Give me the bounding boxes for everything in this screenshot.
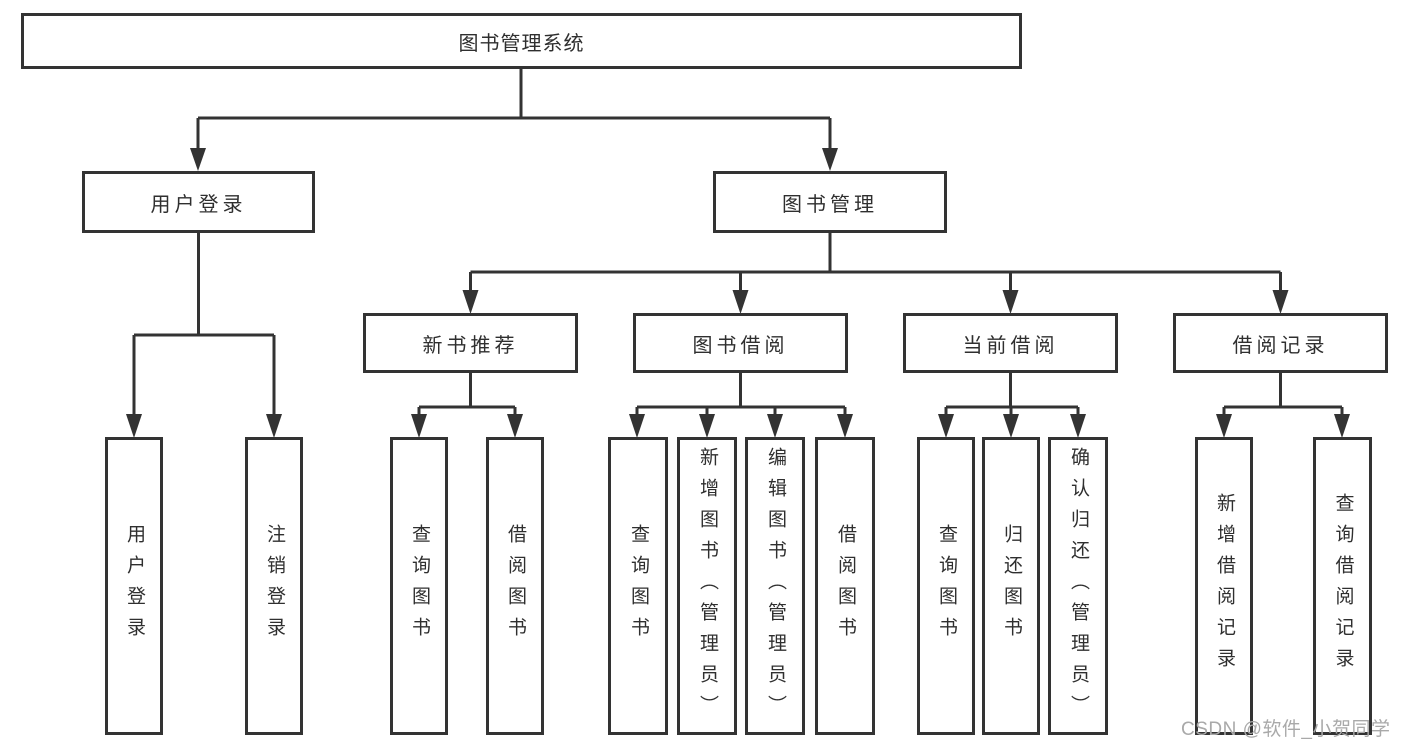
leaf-user-login: 用户登录 (105, 437, 163, 735)
connector-segments (132, 69, 1344, 414)
leaf-return-books-label: 归还图书 (1000, 524, 1022, 648)
leaf-query-borrow-record-label: 查询借阅记录 (1332, 493, 1354, 679)
node-library-system-label: 图书管理系统 (458, 32, 585, 55)
leaf-logout-label: 注销登录 (263, 524, 285, 648)
leaf-query-books-borrowing-label: 查询图书 (627, 524, 649, 648)
leaf-user-login-label: 用户登录 (123, 524, 145, 648)
node-book-management: 图书管理 (713, 171, 947, 233)
node-borrow-records-label: 借阅记录 (1232, 334, 1329, 357)
node-current-borrowing-label: 当前借阅 (962, 334, 1059, 357)
leaf-borrow-books-recommend-label: 借阅图书 (504, 524, 526, 648)
node-borrow-records: 借阅记录 (1173, 313, 1388, 373)
leaf-add-book-admin: 新增图书（管理员） (677, 437, 737, 735)
leaf-query-books-borrowing: 查询图书 (608, 437, 668, 735)
node-library-system: 图书管理系统 (21, 13, 1022, 69)
leaf-borrow-books-borrowing: 借阅图书 (815, 437, 875, 735)
leaf-add-borrow-record: 新增借阅记录 (1195, 437, 1253, 735)
node-new-book-recommend-label: 新书推荐 (422, 334, 519, 357)
leaf-query-borrow-record: 查询借阅记录 (1313, 437, 1372, 735)
arrowheads (126, 148, 1350, 438)
leaf-borrow-books-borrowing-label: 借阅图书 (834, 524, 856, 648)
leaf-borrow-books-recommend: 借阅图书 (486, 437, 544, 735)
leaf-edit-book-admin: 编辑图书（管理员） (745, 437, 805, 735)
node-book-management-label: 图书管理 (782, 193, 878, 216)
node-new-book-recommend: 新书推荐 (363, 313, 578, 373)
leaf-query-books-current-label: 查询图书 (935, 524, 957, 648)
node-current-borrowing: 当前借阅 (903, 313, 1118, 373)
leaf-query-books-recommend: 查询图书 (390, 437, 448, 735)
leaf-add-borrow-record-label: 新增借阅记录 (1213, 493, 1235, 679)
leaf-add-book-admin-label: 新增图书（管理员） (696, 446, 718, 726)
node-user-login: 用户登录 (82, 171, 315, 233)
leaf-edit-book-admin-label: 编辑图书（管理员） (764, 446, 786, 726)
leaf-confirm-return-admin: 确认归还（管理员） (1048, 437, 1108, 735)
leaf-logout: 注销登录 (245, 437, 303, 735)
leaf-query-books-recommend-label: 查询图书 (408, 524, 430, 648)
leaf-return-books: 归还图书 (982, 437, 1040, 735)
node-user-login-label: 用户登录 (150, 193, 247, 216)
csdn-watermark: CSDN @软件_小贺同学 (1181, 719, 1391, 740)
node-book-borrowing-label: 图书借阅 (692, 334, 789, 357)
leaf-confirm-return-admin-label: 确认归还（管理员） (1067, 446, 1089, 726)
leaf-query-books-current: 查询图书 (917, 437, 975, 735)
node-book-borrowing: 图书借阅 (633, 313, 848, 373)
